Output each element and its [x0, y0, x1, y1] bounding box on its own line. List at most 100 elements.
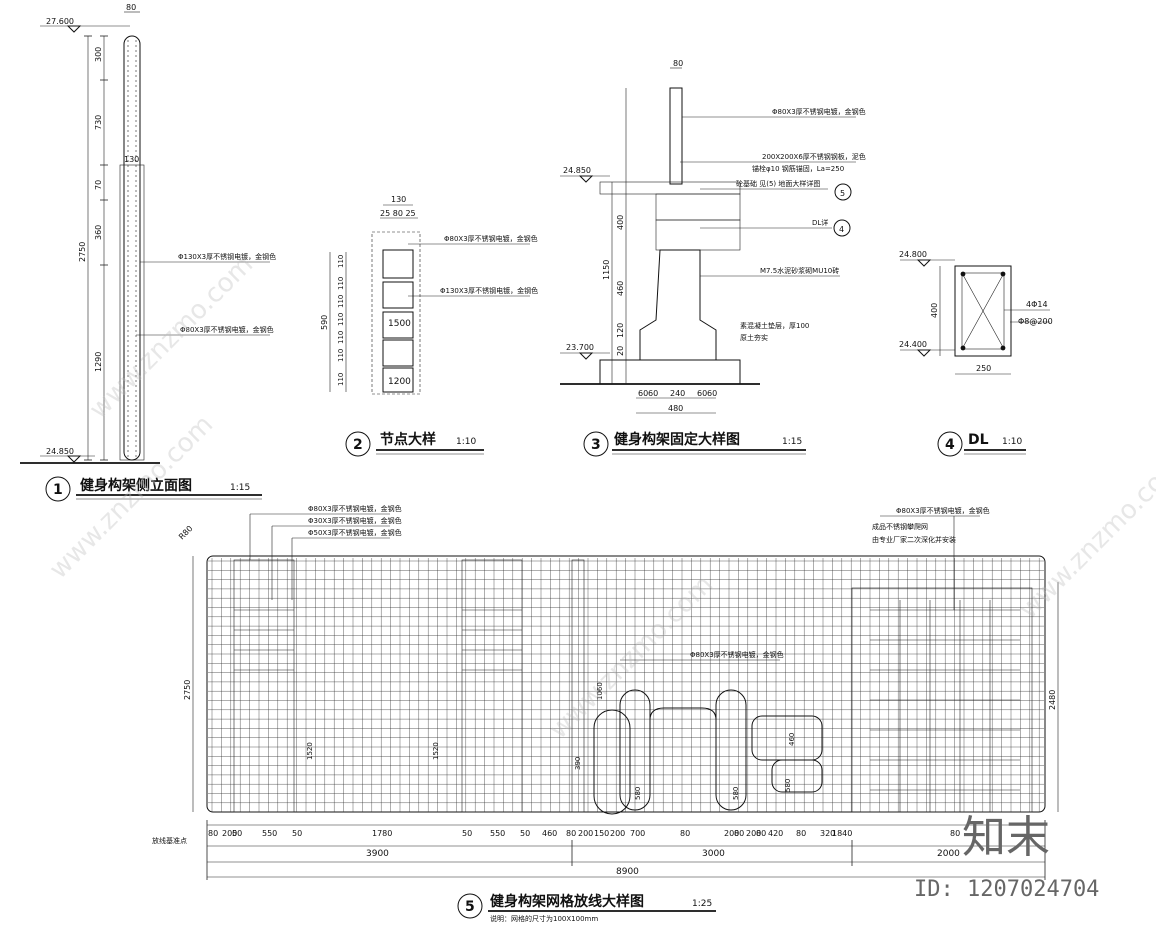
row1-dim-20: 420 [768, 829, 783, 838]
view5-row2-2: 2000 [937, 849, 960, 859]
view1-dim-total: 2750 [78, 242, 87, 262]
view5-inner-1: 1520 [432, 742, 440, 760]
view5-title: 健身构架网格放线大样图 [490, 893, 644, 910]
view3-num: 3 [591, 437, 601, 453]
view3-ld-1: 460 [616, 281, 625, 296]
view5-note4: Φ80X3厚不锈钢电镀，金钢色 [690, 650, 784, 659]
view1-elev-bot: 24.850 [46, 447, 74, 456]
view3-note8: 原土夯实 [740, 333, 768, 342]
row1-dim-16: 200 [724, 829, 739, 838]
view1-scale: 1:15 [230, 483, 250, 493]
view5-subtitle: 说明：网格的尺寸为100X100mm [490, 914, 598, 923]
view5-inner-6: 580 [784, 779, 792, 792]
view5-right-total: 2480 [1048, 690, 1057, 710]
view3-note6: M7.5水泥砂浆砌MU10砖 [760, 266, 839, 275]
view5-note7: 由专业厂家二次深化并安装 [872, 535, 956, 544]
view2-dim-sub: 25 80 25 [380, 209, 416, 218]
view3-note2: 200X200X6厚不锈钢钢板，泥色 [762, 152, 866, 161]
view5-scale: 1:25 [692, 899, 712, 909]
view3-elev-top: 24.850 [563, 166, 591, 175]
view1-elev-top: 27.600 [46, 17, 74, 26]
row1-dim-2: 50 [232, 829, 242, 838]
view4-note2: Φ8@200 [1018, 317, 1053, 326]
watermark-1: www.znzmo.com [84, 250, 259, 425]
row1-dim-7: 550 [490, 829, 505, 838]
view2-dim-top: 130 [391, 195, 406, 204]
row1-dim-17: 80 [734, 829, 744, 838]
view4-dim-h: 400 [930, 303, 939, 318]
view4-dim-w: 250 [976, 364, 991, 373]
view2-note1: Φ80X3厚不锈钢电镀，金钢色 [444, 234, 538, 243]
view1-dim-top: 80 [126, 3, 136, 12]
row1-dim-10: 80 [566, 829, 576, 838]
view1-note1: Φ130X3厚不锈钢电镀，金钢色 [178, 252, 276, 261]
view4-elev-bot: 24.400 [899, 340, 927, 349]
brand-logo: 知末 [962, 812, 1050, 863]
view2-title: 节点大样 [380, 431, 436, 448]
view5-note1: Φ80X3厚不锈钢电镀，金钢色 [308, 504, 402, 513]
row1-dim-9: 460 [542, 829, 557, 838]
view3-note1: Φ80X3厚不锈钢电镀，金钢色 [772, 107, 866, 116]
row1-dim-11: 200 [578, 829, 593, 838]
view3-bd-2: 240 [670, 389, 685, 398]
row1-dim-6: 50 [462, 829, 472, 838]
view3-dim-top: 80 [673, 59, 683, 68]
view1-note2: Φ80X3厚不锈钢电镀，金钢色 [180, 325, 274, 334]
view2-label-1200: 1200 [388, 377, 411, 387]
row1-dim-12: 150 [594, 829, 609, 838]
view5-note5: Φ80X3厚不锈钢电镀，金钢色 [896, 506, 990, 515]
view3-total: 1150 [602, 260, 611, 280]
view5-row3: 8900 [616, 867, 639, 877]
watermark-4: www.znzmo.com [1014, 450, 1156, 625]
watermark-layer: www.znzmo.com www.znzmo.com www.znzmo.co… [44, 250, 1156, 902]
view2-ld-6: 110 [337, 373, 345, 386]
view5-note3: Φ50X3厚不锈钢电镀，金钢色 [308, 528, 402, 537]
view3-bd-4: 60 [707, 389, 717, 398]
view5-note2: Φ30X3厚不锈钢电镀，金钢色 [308, 516, 402, 525]
view3-bd-0: 60 [638, 389, 648, 398]
view3-ld-3: 20 [616, 346, 625, 356]
view5-left-total: 2750 [183, 680, 192, 700]
row1-dim-13: 200 [610, 829, 625, 838]
view2-ld-2: 110 [337, 295, 345, 308]
view5-inner-7: 460 [788, 733, 796, 746]
view2-node-detail: 1500 1200 130 25 80 25 590 110 110 110 1… [320, 195, 538, 457]
row1-dim-21: 80 [796, 829, 806, 838]
view4-dl-section: 24.800 24.400 400 250 4Φ14 Φ8@200 4 DL 1… [899, 250, 1053, 457]
view3-tag4: 4 [839, 225, 844, 234]
view1-dim-mid: 130 [124, 155, 139, 164]
view5-inner-0: 1520 [306, 742, 314, 760]
row1-dim-22: 320 [820, 829, 835, 838]
view3-elev-bot: 23.700 [566, 343, 594, 352]
row1-dim-8: 50 [520, 829, 530, 838]
view5-num: 5 [465, 899, 475, 915]
row1-dim-5: 1780 [372, 829, 392, 838]
view5-inner-2: 390 [574, 757, 582, 770]
row1-dim-14: 700 [630, 829, 645, 838]
view2-dim-total: 590 [320, 315, 329, 330]
view1-dim-0: 300 [94, 47, 103, 62]
view3-tag5: 5 [840, 189, 845, 198]
view2-ld-0: 110 [337, 255, 345, 268]
view2-scale: 1:10 [456, 437, 476, 447]
view4-note1: 4Φ14 [1026, 300, 1048, 309]
view3-note5: DL详 [812, 218, 828, 227]
view4-elev-top: 24.800 [899, 250, 927, 259]
view3-note4: 砼基础 见(5) 地面大样详图 [736, 179, 820, 188]
view5-inner-3: 1060 [596, 682, 604, 700]
view3-ld-2: 120 [616, 323, 625, 338]
row1-dim-24: 80 [950, 829, 960, 838]
image-id: ID: 1207024704 [914, 877, 1099, 902]
view1-dim-2: 70 [94, 180, 103, 190]
view1-dim-1: 730 [94, 115, 103, 130]
row1-dim-18: 200 [746, 829, 761, 838]
view5-grid-layout: 2750 2480 R80 1520 1520 390 1060 580 580… [152, 504, 1059, 923]
view5-corner-r: R80 [177, 524, 195, 542]
view2-ld-5: 110 [337, 349, 345, 362]
view1-title: 健身构架侧立面图 [80, 477, 192, 494]
view5-row2-0: 3900 [366, 849, 389, 859]
view4-num: 4 [945, 437, 955, 453]
view2-note2: Φ130X3厚不锈钢电镀，金钢色 [440, 286, 538, 295]
